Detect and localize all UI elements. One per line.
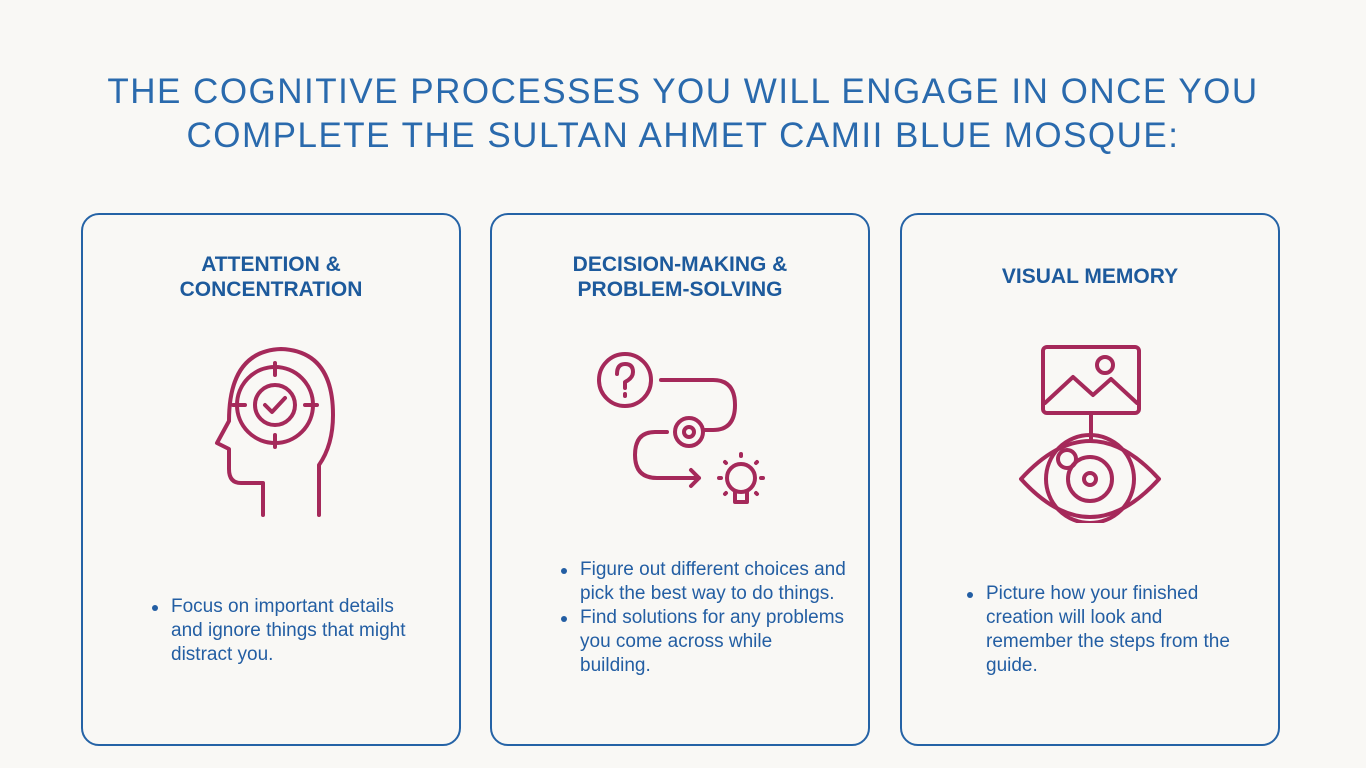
bullet-list: Figure out different choices and pick th…	[558, 558, 848, 678]
image-eye-icon	[902, 343, 1278, 523]
list-item: Figure out different choices and pick th…	[558, 558, 848, 606]
list-item: Focus on important details and ignore th…	[149, 595, 429, 667]
card-attention: ATTENTION &CONCENTRATION Focus on import…	[81, 213, 461, 746]
card-visual-memory: VISUAL MEMORY Picture how your finished …	[900, 213, 1280, 746]
card-heading: ATTENTION &CONCENTRATION	[179, 253, 363, 301]
question-gear-lightbulb-icon	[492, 350, 868, 520]
title-line-2: COMPLETE THE SULTAN AHMET CAMII BLUE MOS…	[186, 116, 1180, 155]
list-item: Find solutions for any problems you come…	[558, 606, 848, 678]
list-item: Picture how your finished creation will …	[964, 582, 1254, 678]
title-line-1: THE COGNITIVE PROCESSES YOU WILL ENGAGE …	[107, 72, 1259, 111]
page-title: THE COGNITIVE PROCESSES YOU WILL ENGAGE …	[0, 70, 1366, 158]
card-heading: VISUAL MEMORY	[1001, 265, 1179, 288]
head-target-check-icon	[83, 345, 459, 520]
card-heading: DECISION-MAKING &PROBLEM-SOLVING	[572, 253, 788, 301]
card-decision: DECISION-MAKING &PROBLEM-SOLVING Figure …	[490, 213, 870, 746]
bullet-list: Picture how your finished creation will …	[964, 582, 1254, 678]
bullet-list: Focus on important details and ignore th…	[149, 595, 429, 667]
